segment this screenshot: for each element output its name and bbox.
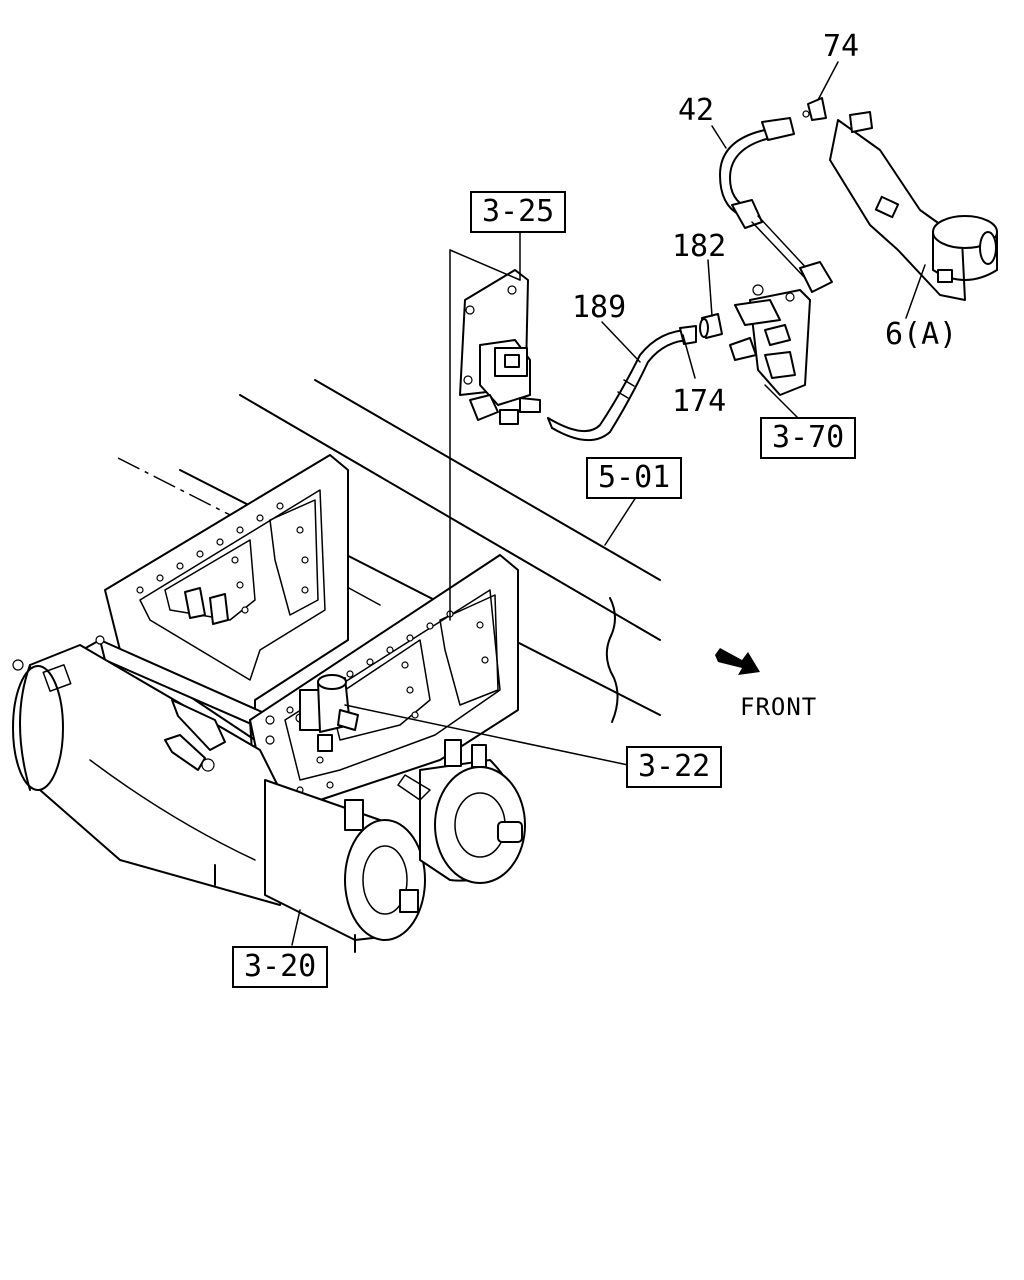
callout-174: 174 [672,384,727,419]
callout-189: 189 [572,290,627,325]
valve-6a [829,111,998,301]
front-arrow-icon [715,648,760,675]
callout-182: 182 [672,229,727,264]
elbow-74 [802,97,827,121]
callout-74: 74 [823,29,860,64]
air-tank-small [397,739,526,884]
ref-box-3-22: 3-22 [626,746,723,788]
air-tank-middle [214,779,426,953]
callout-42: 42 [678,93,715,128]
tank-fittings [164,587,229,772]
ref-box-3-20: 3-20 [232,946,329,988]
fitting-182 [699,313,723,339]
ref-box-3-25: 3-25 [470,191,567,233]
callout-6a: 6(A) [885,317,958,352]
air-tank-large [12,644,301,906]
front-direction-label: FRONT [740,693,818,721]
relay-valve [299,674,359,752]
hose-189 [547,325,697,442]
ref-box-5-01: 5-01 [586,457,683,499]
solenoid-valve [459,269,541,425]
hose-42 [719,117,833,293]
leader-lines [291,61,926,946]
ref-box-3-70: 3-70 [760,417,857,459]
bracket-3-70 [729,284,811,396]
